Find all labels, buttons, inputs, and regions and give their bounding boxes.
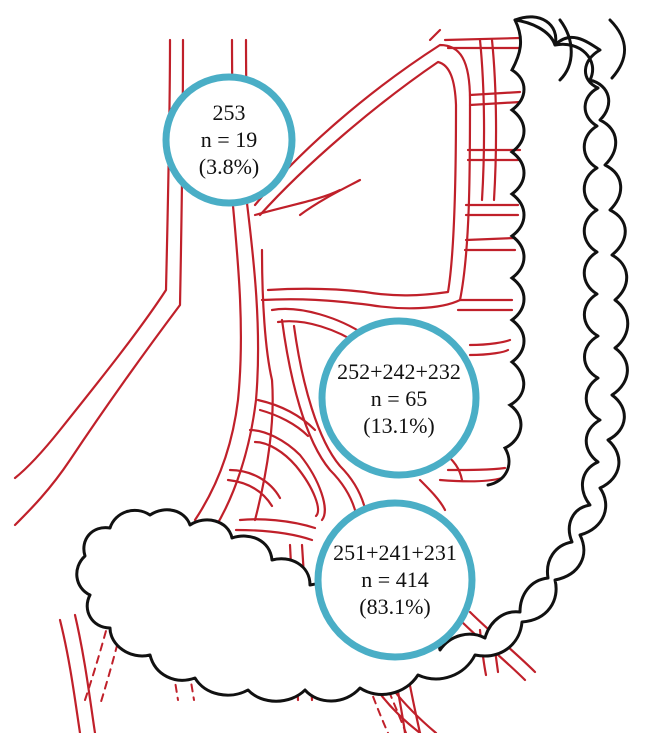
label-253: 253 n = 19 (3.8%) — [169, 99, 289, 180]
ring-253 — [162, 73, 296, 207]
upper-arcades — [253, 28, 522, 312]
label-251-code: 251+241+231 — [333, 540, 457, 565]
label-253-code: 253 — [212, 100, 246, 125]
label-252-242-232: 252+242+232 n = 65 (13.1%) — [319, 358, 479, 439]
label-252-n: n = 65 — [370, 386, 428, 411]
label-253-pct: (3.8%) — [198, 154, 260, 179]
colon — [75, 15, 630, 703]
middle-arcades — [226, 307, 512, 542]
ring-251-241-231 — [314, 499, 476, 661]
label-251-241-231: 251+241+231 n = 414 (83.1%) — [315, 539, 475, 620]
label-252-code: 252+242+232 — [337, 359, 461, 384]
ring-252-242-232 — [318, 317, 480, 479]
main-artery — [193, 188, 342, 530]
label-252-pct: (13.1%) — [363, 413, 435, 438]
label-251-n: n = 414 — [361, 567, 429, 592]
label-253-n: n = 19 — [200, 127, 258, 152]
label-251-pct: (83.1%) — [359, 594, 431, 619]
